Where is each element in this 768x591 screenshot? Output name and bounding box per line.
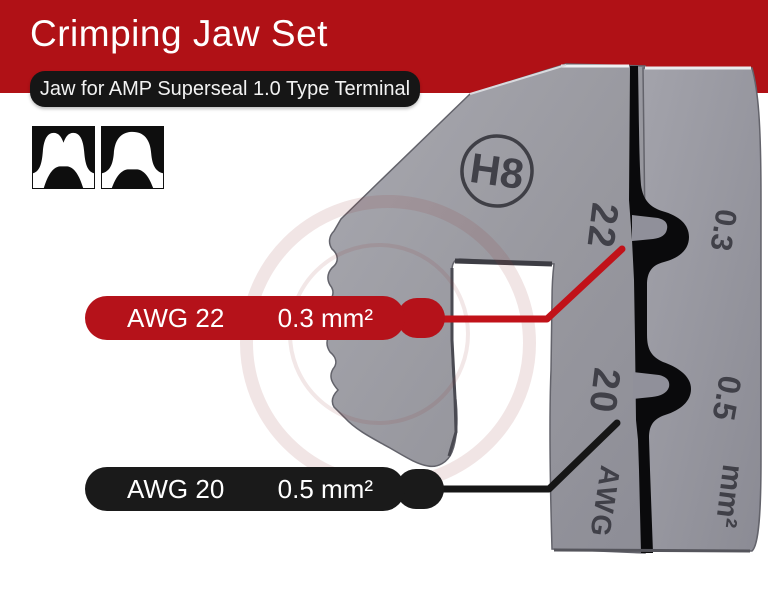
crimp-cavity-gap bbox=[629, 66, 691, 553]
subtitle-text: Jaw for AMP Superseal 1.0 Type Terminal bbox=[39, 77, 411, 100]
bottom-shadow bbox=[553, 548, 751, 553]
insulation-crimp-profile-glyph bbox=[101, 126, 164, 189]
callout-awg22-size: 0.3 mm² bbox=[277, 302, 373, 333]
arm-top-highlight bbox=[469, 64, 567, 95]
cavity-tooth-bottom bbox=[633, 372, 670, 399]
die-column-label-mm2: mm² bbox=[709, 463, 749, 530]
subtitle-badge: Jaw for AMP Superseal 1.0 Type Terminal bbox=[30, 71, 420, 107]
h8-stamp-text: H8 bbox=[467, 144, 527, 198]
callout-awg20-label: AWG 20 bbox=[127, 473, 225, 504]
cavity-tooth-top bbox=[632, 215, 668, 241]
die-marking-awg20: 20 bbox=[580, 365, 627, 416]
callout-awg22-label: AWG 22 bbox=[127, 302, 225, 333]
die-marking-05: 0.5 bbox=[705, 373, 748, 423]
callout-awg20-size: 0.5 mm² bbox=[277, 473, 373, 504]
insulation-crimp-profile-icon bbox=[101, 126, 164, 189]
callout-pill-awg22: AWG 22 0.3 mm² bbox=[85, 296, 405, 340]
page-title: Crimping Jaw Set bbox=[30, 13, 328, 54]
window-top-shadow bbox=[454, 258, 553, 267]
callout-pill-awg20: AWG 20 0.5 mm² bbox=[85, 467, 405, 511]
die-marking-03: 0.3 bbox=[703, 207, 742, 253]
wire-crimp-profile-icon bbox=[32, 126, 95, 189]
jaw-right-die bbox=[642, 67, 762, 552]
die-marking-awg22: 22 bbox=[578, 200, 625, 251]
h8-stamp-ring bbox=[460, 134, 534, 208]
wire-crimp-profile-glyph bbox=[32, 126, 95, 189]
